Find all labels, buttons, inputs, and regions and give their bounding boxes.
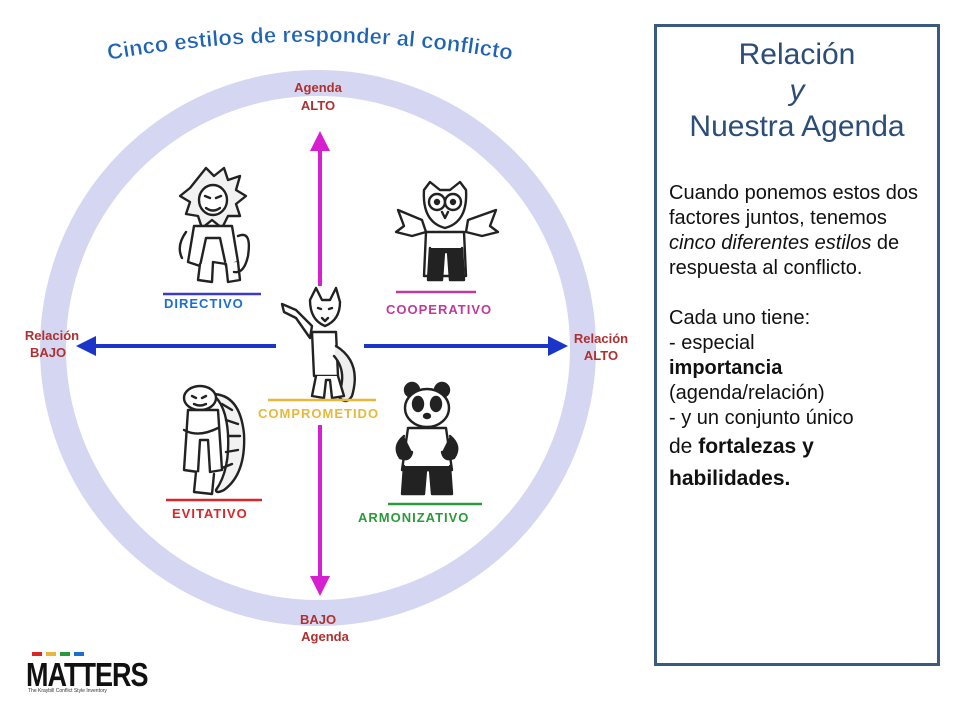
diagram-title: Cinco estilos de responder al conflicto [105,22,515,65]
list-line-4-prefix: de [669,435,699,458]
axis-bottom-label-2: Agenda [301,629,349,644]
panel-list-line-3: - y un conjunto único [669,407,854,429]
paragraph-1-start: Cuando ponemos estos dos factores juntos… [669,182,919,229]
axis-top-label-2: ALTO [301,98,335,113]
style-label-cooperativo: COOPERATIVO [386,302,492,317]
matters-logo: MATTERS The Kraybill Conflict Style Inve… [26,650,148,698]
logo-word: MATTERS [26,656,148,694]
owl-icon [394,180,500,282]
logo-accent-yellow [46,652,56,656]
style-label-comprometido: COMPROMETIDO [258,406,379,421]
style-label-directivo: DIRECTIVO [164,296,244,311]
conflict-styles-diagram: Cinco estilos de responder al conflicto … [25,22,628,644]
panel-title-line-2: y [789,74,805,107]
panel-importance: importancia [669,357,783,379]
explanation-panel: Relación y Nuestra Agenda Cuando ponemos… [654,24,940,666]
panel-body: Cuando ponemos estos dos factores juntos… [669,181,925,495]
axis-left-label-1: Relación [25,328,79,343]
lion-icon [178,166,251,284]
panel-title-line-1: Relación [738,38,856,71]
panel-list-line-4: de fortalezas y [669,431,925,463]
axis-top-label-1: Agenda [294,80,342,95]
style-label-armonizativo: ARMONIZATIVO [358,510,469,525]
outer-ring [40,70,596,626]
panel-title-line-3: Nuestra Agenda [689,110,905,143]
paragraph-1-end: de respuesta al conflicto. [669,232,900,279]
panel-list-line-2: (agenda/relación) [669,382,825,404]
panel-skills: habilidades. [669,467,791,490]
paragraph-1-emphasis: cinco diferentes estilos [669,232,872,254]
panel-strengths: fortalezas y [698,435,814,458]
logo-accent-blue [74,652,84,656]
fox-icon [280,286,356,403]
logo-accent-red [32,652,42,656]
panel-list-line-1: - especial [669,332,755,354]
panel-paragraph-2-intro: Cada uno tiene: [669,307,811,329]
turtle-icon [182,384,246,496]
panel-paragraph-1: Cuando ponemos estos dos factores juntos… [669,181,925,281]
axis-right-label-1: Relación [574,331,628,346]
axis-left-label-2: BAJO [30,345,66,360]
panda-icon [395,381,459,496]
axis-right-label-2: ALTO [584,348,618,363]
logo-tagline: The Kraybill Conflict Style Inventory [28,688,107,694]
axis-bottom-label-1: BAJO [300,612,336,627]
style-label-evitativo: EVITATIVO [172,506,248,521]
logo-accent-green [60,652,70,656]
